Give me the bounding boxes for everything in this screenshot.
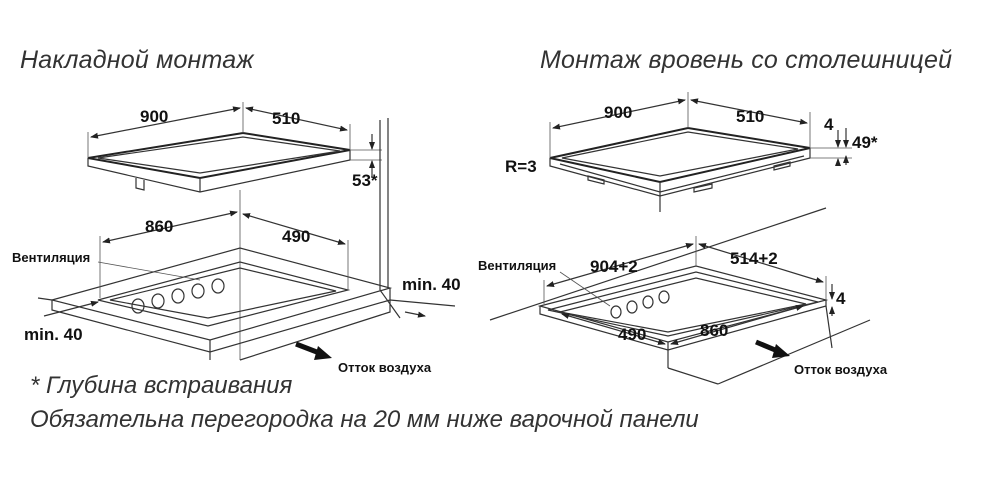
right-dim-860: 860: [700, 321, 728, 340]
right-dim-490: 490: [618, 325, 646, 344]
left-ventilation-label: Вентиляция: [12, 250, 90, 265]
right-dim-514: 514+2: [730, 249, 778, 268]
right-countertop: [489, 207, 871, 385]
depth-note: * Глубина встраивания: [30, 372, 293, 399]
left-dim-860: 860: [145, 217, 173, 236]
right-ventilation-label: Вентиляция: [478, 258, 556, 273]
right-airflow-arrow-icon: [755, 339, 790, 358]
right-dim-radius: R=3: [505, 157, 537, 176]
left-dim-510: 510: [272, 109, 300, 128]
right-cut-dim-lines: [543, 236, 835, 345]
partition-note: Обязательна перегородка на 20 мм ниже ва…: [30, 406, 699, 433]
right-dim-510: 510: [736, 107, 764, 126]
left-hob: [87, 131, 351, 193]
right-top-dim-lines: [549, 92, 852, 166]
right-airflow-label: Отток воздуха: [794, 362, 888, 377]
left-cut-dim-lines: [37, 210, 456, 319]
left-dim-53: 53*: [352, 171, 378, 190]
right-dim-904: 904+2: [590, 257, 638, 276]
right-dim-rim: 4: [824, 115, 834, 134]
left-top-dim-lines: [87, 102, 382, 360]
left-airflow-label: Отток воздуха: [338, 360, 432, 375]
right-title: Монтаж вровень со столешницей: [540, 46, 953, 74]
right-dim-rebate-height: 4: [836, 289, 846, 308]
right-hob: [549, 126, 811, 212]
left-airflow-arrow-icon: [295, 341, 332, 360]
left-dim-min-side: min. 40: [402, 275, 461, 294]
left-dim-900: 900: [140, 107, 168, 126]
left-title: Накладной монтаж: [20, 46, 254, 74]
left-dim-min-front: min. 40: [24, 325, 83, 344]
left-dim-490: 490: [282, 227, 310, 246]
right-dim-900: 900: [604, 103, 632, 122]
right-dim-49: 49*: [852, 133, 878, 152]
left-countertop: [49, 118, 393, 361]
